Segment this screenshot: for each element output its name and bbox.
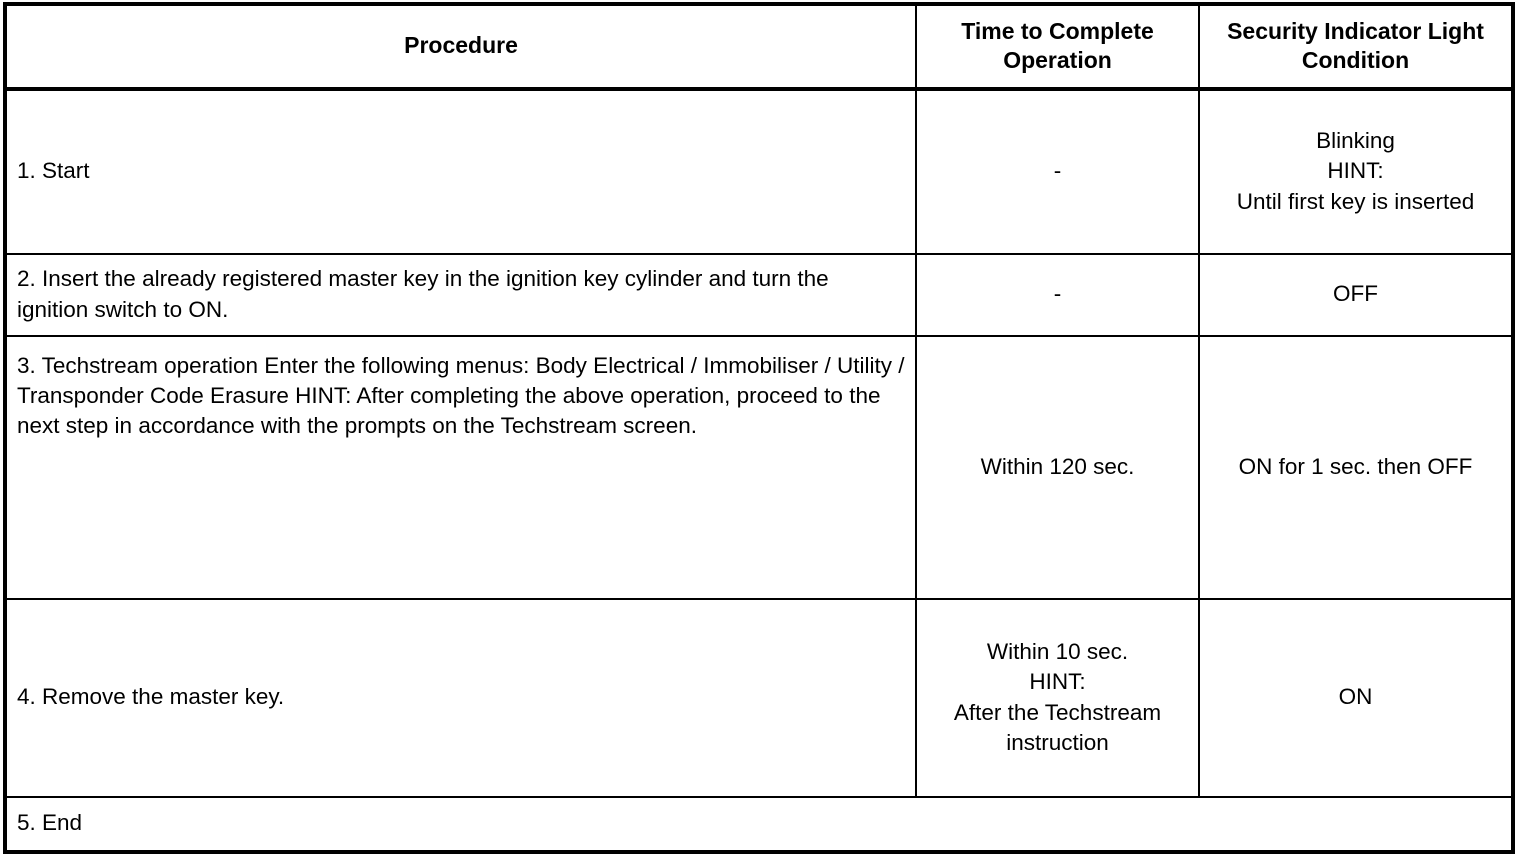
table-row: 2. Insert the already registered master … (4, 252, 1514, 337)
procedure-step-4-text: 4. Remove the master key. (17, 684, 285, 710)
light-step-1-line2: HINT: (1327, 158, 1384, 184)
light-step-3-text: ON for 1 sec. then OFF (1238, 453, 1473, 479)
light-step-4-text: ON (1338, 684, 1373, 710)
cell-light-step-2: OFF (1198, 252, 1514, 337)
time-step-1-text: - (1053, 158, 1062, 184)
procedure-step-3-hint-line2: with the prompts on the Techstream scree… (260, 412, 697, 438)
cell-procedure-step-2: 2. Insert the already registered master … (4, 252, 917, 337)
column-header-light: Security Indicator Light Condition (1198, 3, 1514, 91)
cell-procedure-step-1: 1. Start (4, 87, 917, 255)
procedure-table: Procedure Time to Complete Operation Sec… (3, 2, 1515, 854)
column-header-light-label-line1: Security Indicator Light (1227, 18, 1484, 44)
cell-light-step-3: ON for 1 sec. then OFF (1198, 334, 1514, 600)
cell-light-step-1: Blinking HINT: Until first key is insert… (1198, 87, 1514, 255)
procedure-step-1-text: 1. Start (17, 158, 90, 184)
column-header-procedure-label: Procedure (404, 32, 518, 59)
column-header-time-label-line2: Operation (1003, 46, 1112, 73)
light-step-1-stack: Blinking HINT: Until first key is insert… (1210, 126, 1501, 216)
cell-time-step-1: - (915, 87, 1200, 255)
time-step-4-stack: Within 10 sec. HINT: After the Techstrea… (927, 637, 1188, 758)
time-step-4-line2: HINT: (1029, 669, 1086, 695)
procedure-step-3-line3: Code Erasure (150, 382, 289, 408)
time-step-2-text: - (1053, 281, 1062, 307)
light-step-1-line1: Blinking (1316, 128, 1395, 154)
table-header-row: Procedure Time to Complete Operation Sec… (4, 3, 1514, 91)
column-header-light-label-line2: Condition (1301, 46, 1410, 73)
column-header-procedure: Procedure (4, 3, 917, 91)
cell-procedure-step-5: 5. End (4, 795, 1514, 853)
table-row: 3. Techstream operation Enter the follow… (4, 334, 1514, 600)
procedure-step-2-line2: the ignition switch to ON. (17, 266, 829, 322)
table-row: 1. Start - Blinking HINT: Until first ke… (4, 87, 1514, 255)
table-row: 5. End (4, 795, 1514, 853)
time-step-4-line4: instruction (1006, 729, 1109, 755)
table-body: 1. Start - Blinking HINT: Until first ke… (4, 87, 1514, 853)
cell-procedure-step-4: 4. Remove the master key. (4, 597, 917, 798)
table-header: Procedure Time to Complete Operation Sec… (4, 3, 1514, 91)
procedure-step-3-line1: 3. Techstream operation (17, 352, 258, 378)
cell-time-step-2: - (915, 252, 1200, 337)
column-header-time-label-line1: Time to Complete (961, 18, 1154, 44)
cell-procedure-step-3: 3. Techstream operation Enter the follow… (4, 334, 917, 600)
procedure-step-2-line1: 2. Insert the already registered master … (17, 266, 792, 292)
light-step-1-line3: Until first key is inserted (1236, 188, 1475, 214)
column-header-time: Time to Complete Operation (915, 3, 1200, 91)
cell-time-step-3: Within 120 sec. (915, 334, 1200, 600)
table-row: 4. Remove the master key. Within 10 sec.… (4, 597, 1514, 798)
cell-time-step-4: Within 10 sec. HINT: After the Techstrea… (915, 597, 1200, 798)
time-step-3-text: Within 120 sec. (980, 453, 1135, 479)
time-step-4-line1: Within 10 sec. (986, 639, 1129, 665)
light-step-2-text: OFF (1333, 281, 1378, 307)
time-step-4-line3: After the Techstream (953, 699, 1162, 725)
procedure-step-3-hint-line1: After completing the above operation, pr… (17, 382, 881, 438)
procedure-step-5-text: 5. End (17, 810, 83, 836)
procedure-step-3-hint-label: HINT: (295, 382, 352, 408)
cell-light-step-4: ON (1198, 597, 1514, 798)
procedure-step-3-line2: Enter the following menus: Body Electric… (17, 352, 905, 408)
